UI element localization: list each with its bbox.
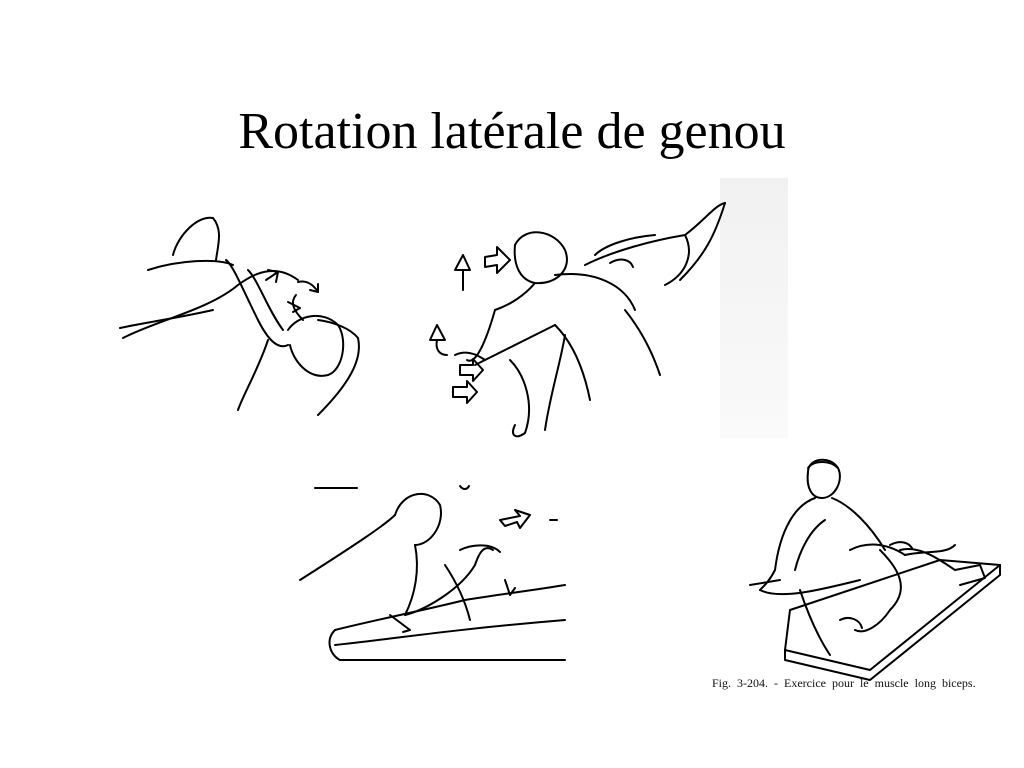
scan-shadow <box>720 178 788 438</box>
prone-assisted-rotation-sketch <box>415 175 785 450</box>
seated-knee-rotation-sketch <box>295 470 575 675</box>
slide-title: Rotation latérale de genou <box>238 103 786 160</box>
supine-leg-rotation-sketch <box>118 210 388 430</box>
therapist-long-biceps-figure <box>740 450 1010 681</box>
figure-caption: Fig. 3-204. - Exercice pour le muscle lo… <box>712 676 976 690</box>
